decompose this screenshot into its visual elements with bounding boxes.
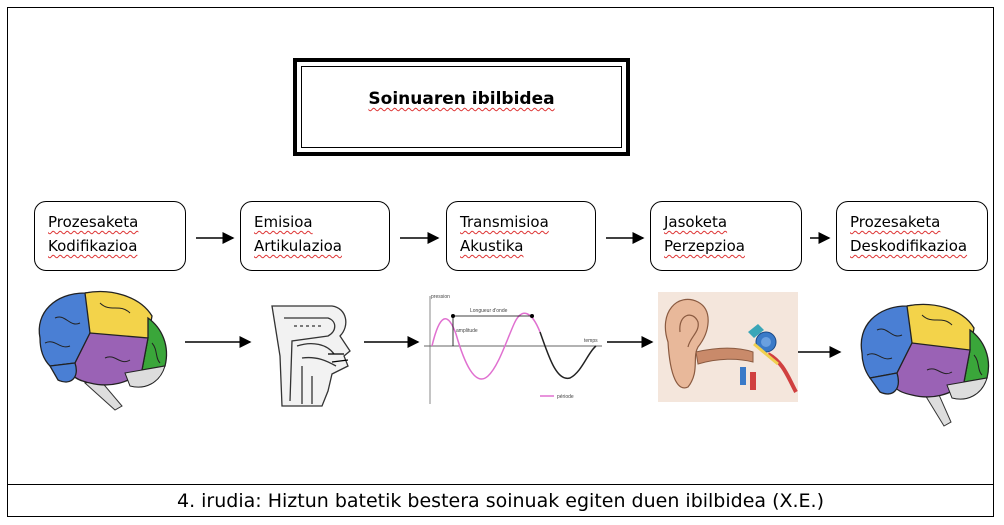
figure-caption: 4. irudia: Hiztun batetik bestera soinua…	[176, 490, 825, 512]
stage-box-emission: Emisioa Artikulazioa	[240, 201, 390, 271]
wave-label-pression: pression	[431, 294, 450, 300]
wave-label-periode: période	[557, 394, 574, 400]
stage-sublabel-1: Kodifikazioa	[48, 237, 138, 255]
stage-sublabel-2: Artikulazioa	[254, 237, 342, 255]
stage-box-reception: Jasoketa Perzepzioa	[650, 201, 802, 271]
ear-icon	[658, 292, 798, 402]
stage-label-5: Prozesaketa	[850, 213, 941, 231]
wave-label-temps: temps	[584, 338, 598, 344]
stage-sublabel-4: Perzepzioa	[664, 237, 745, 255]
stage-sublabel-3: Akustika	[460, 237, 524, 255]
vocal-tract-icon	[271, 305, 351, 407]
diagram-title: Soinuaren ibilbidea	[368, 89, 555, 109]
stage-sublabel-5: Deskodifikazioa	[850, 237, 968, 255]
stage-box-encoding: Prozesaketa Kodifikazioa	[34, 201, 186, 271]
stage-box-decoding: Prozesaketa Deskodifikazioa	[836, 201, 988, 271]
stage-label-2: Emisioa	[254, 213, 313, 231]
stage-label-4: Jasoketa	[664, 213, 728, 231]
stage-label-3: Transmisioa	[460, 213, 549, 231]
stage-box-transmission: Transmisioa Akustika	[446, 201, 596, 271]
wave-label-amplitude: amplitude	[456, 328, 478, 334]
brain-icon	[38, 290, 168, 411]
title-box: Soinuaren ibilbidea	[293, 58, 630, 156]
figure-frame	[7, 7, 994, 517]
caption-divider	[7, 484, 994, 485]
brain-icon	[860, 303, 990, 427]
stage-label-1: Prozesaketa	[48, 213, 139, 231]
wave-label-longueur: Longueur d'onde	[470, 308, 508, 314]
sound-wave-graph: pression Longueur d'onde amplitude temps…	[424, 294, 602, 404]
